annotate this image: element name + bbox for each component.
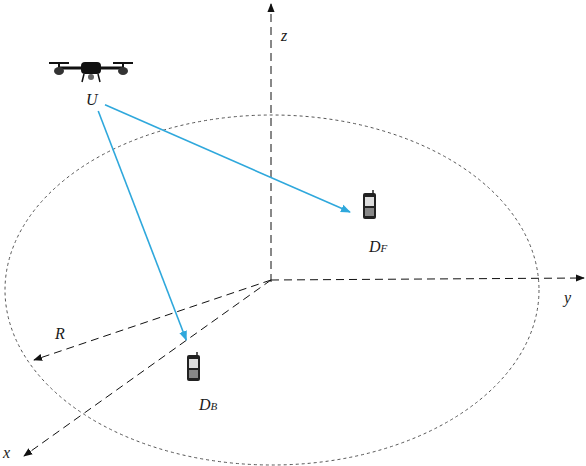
device-node: DB — [178, 340, 223, 414]
z-axis — [271, 4, 272, 282]
radius-line — [34, 280, 271, 360]
coverage-circle — [5, 115, 539, 465]
y-axis — [271, 278, 584, 280]
uav-node: U — [83, 89, 105, 111]
node-label: DF — [369, 239, 387, 255]
node-label: U — [86, 92, 98, 108]
drone-icon — [49, 62, 133, 82]
phone-icon — [187, 352, 200, 381]
link-arrow — [98, 111, 186, 340]
radius-label: R — [55, 326, 65, 342]
link-arrow — [105, 105, 350, 212]
device-node: DF — [350, 186, 400, 260]
x-axis — [24, 280, 271, 456]
node-label: DB — [199, 397, 217, 413]
axis-label: z — [281, 28, 287, 44]
axis-label: y — [564, 290, 571, 306]
phone-icon — [363, 190, 376, 219]
axis-label: x — [3, 445, 10, 461]
